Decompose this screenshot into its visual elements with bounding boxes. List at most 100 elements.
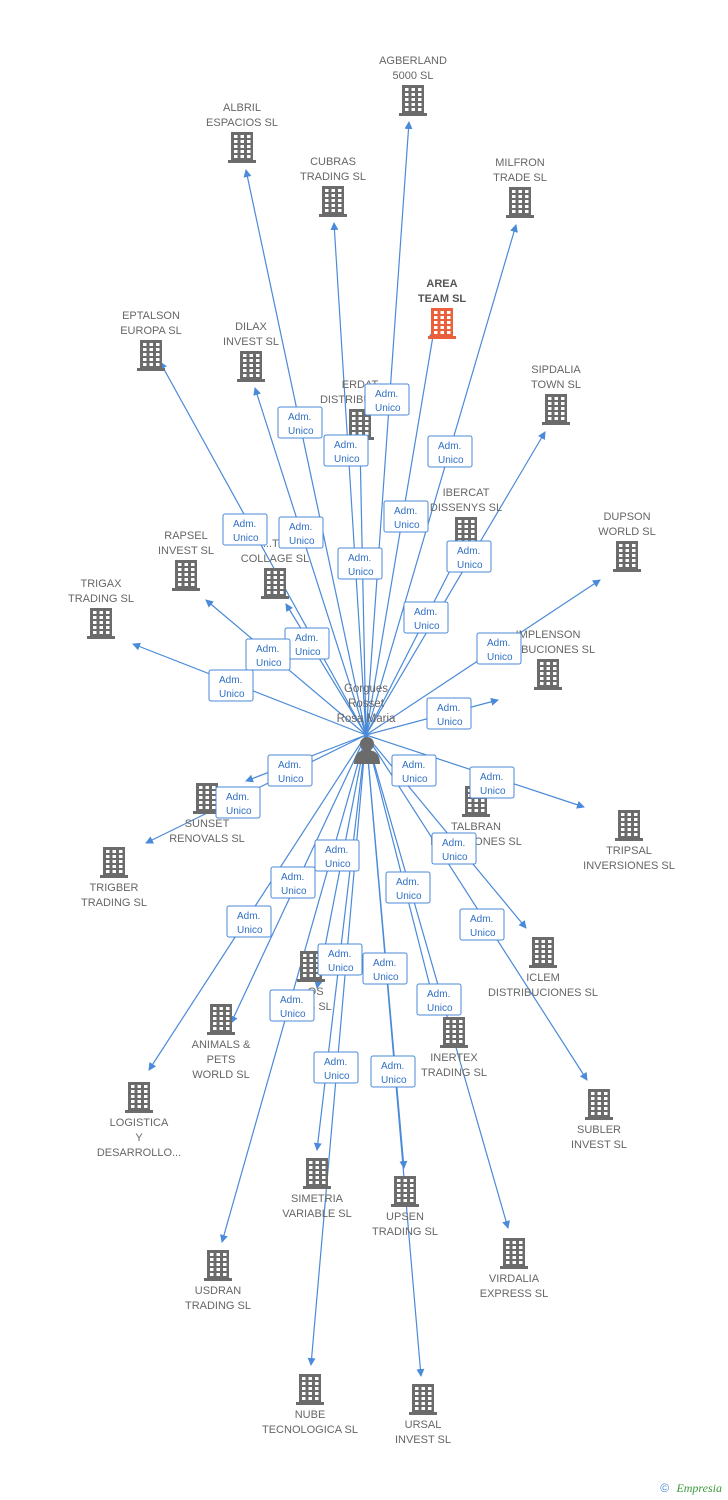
- relation-badge: Adm.Unico: [459, 908, 505, 941]
- relation-badge-line-2: Unico: [281, 886, 307, 897]
- relation-badge-line-1: Adm.: [480, 772, 503, 783]
- company-label-agberland-0: AGBERLAND: [379, 55, 447, 67]
- relation-badge-line-2: Unico: [487, 652, 513, 663]
- relation-badge: Adm.Unico: [391, 754, 437, 787]
- relation-badge-line-1: Adm.: [328, 949, 351, 960]
- company-node-agberland[interactable]: AGBERLAND 5000 SL: [379, 55, 447, 116]
- company-label-inertex-1: TRADING SL: [421, 1067, 487, 1079]
- relation-badge-line-1: Adm.: [237, 911, 260, 922]
- company-label-ursal-0: URSAL: [405, 1419, 442, 1431]
- building-icon: [228, 132, 256, 163]
- relation-badge-line-1: Adm.: [457, 546, 480, 557]
- relation-badge-line-1: Adm.: [373, 958, 396, 969]
- relation-badge-line-2: Unico: [325, 859, 351, 870]
- company-label-animals-2: WORLD SL: [192, 1069, 249, 1081]
- relation-badge: Adm.Unico: [427, 435, 473, 468]
- company-label-simetria-1: VARIABLE SL: [282, 1208, 352, 1220]
- edge-erdat: [356, 444, 367, 736]
- edge-agberland: [365, 121, 413, 736]
- relation-badge-line-2: Unico: [438, 455, 464, 466]
- relation-badge-line-1: Adm.: [288, 412, 311, 423]
- relation-badge: Adm.Unico: [403, 601, 449, 634]
- footer: © Empresia: [660, 1481, 722, 1496]
- building-icon: [296, 1374, 324, 1405]
- relation-badge-line-2: Unico: [226, 806, 252, 817]
- edge-albril: [243, 169, 367, 736]
- edge-eptalson: [159, 361, 367, 736]
- company-label-collage-1: COLLAGE SL: [241, 553, 309, 565]
- company-label-implenson-0: IMPLENSON: [516, 629, 581, 641]
- brand-logo[interactable]: Empresia: [676, 1481, 722, 1495]
- person-node[interactable]: Gorgues Rosset Rosa Maria: [337, 683, 396, 764]
- relation-badge-line-1: Adm.: [289, 522, 312, 533]
- company-node-inertex[interactable]: INERTEX TRADING SL: [421, 1017, 487, 1079]
- company-node-animals[interactable]: ANIMALS & PETS WORLD SL: [192, 1004, 251, 1081]
- relation-badge-line-1: Adm.: [324, 1057, 347, 1068]
- relation-badge-line-2: Unico: [280, 1009, 306, 1020]
- company-node-logistica[interactable]: LOGISTICAYDESARROLLO...: [97, 1082, 181, 1159]
- building-icon: [529, 937, 557, 968]
- building-icon: [204, 1250, 232, 1281]
- relation-badge-line-2: Unico: [348, 567, 374, 578]
- company-label-animals-0: ANIMALS &: [192, 1039, 251, 1051]
- relation-badge-line-2: Unico: [375, 403, 401, 414]
- badges-layer: Adm.UnicoAdm.UnicoAdm.UnicoAdm.UnicoAdm.…: [208, 383, 522, 1088]
- company-label-trigax-0: TRIGAX: [81, 578, 123, 590]
- relation-badge: Adm.Unico: [416, 983, 462, 1016]
- relation-badge-line-2: Unico: [480, 786, 506, 797]
- company-node-cubras[interactable]: CUBRAS TRADING SL: [300, 156, 366, 217]
- company-label-animals-1: PETS: [207, 1054, 236, 1066]
- relation-badge-line-1: Adm.: [402, 760, 425, 771]
- company-label-cubras-0: CUBRAS: [310, 156, 356, 168]
- company-label-simetria-0: SIMETRIA: [291, 1193, 344, 1205]
- company-label-inertex-0: INERTEX: [430, 1052, 478, 1064]
- company-label-cubras-1: TRADING SL: [300, 171, 366, 183]
- building-icon: [428, 308, 456, 339]
- relation-badge-line-2: Unico: [457, 560, 483, 571]
- relation-badge: Adm.Unico: [426, 697, 472, 730]
- company-label-ibercat-0: IBERCAT: [443, 487, 490, 499]
- relation-badge-line-1: Adm.: [226, 792, 249, 803]
- relation-badge-line-2: Unico: [288, 426, 314, 437]
- company-label-eptalson-0: EPTALSON: [122, 310, 180, 322]
- company-node-simetria[interactable]: SIMETRIA VARIABLE SL: [282, 1158, 352, 1220]
- relation-badge-line-1: Adm.: [442, 838, 465, 849]
- relation-badge: Adm.Unico: [313, 1051, 359, 1084]
- company-label-area-team-0: AREA: [426, 278, 457, 290]
- company-label-agberland-1: 5000 SL: [393, 70, 434, 82]
- relation-badge-line-1: Adm.: [487, 638, 510, 649]
- relation-badge: Adm.Unico: [245, 638, 291, 671]
- relation-badge-line-1: Adm.: [396, 877, 419, 888]
- edge-dilax: [253, 387, 367, 736]
- relation-badge-line-2: Unico: [437, 717, 463, 728]
- person-name-line-2: Rosset: [348, 698, 385, 710]
- relation-badge-line-1: Adm.: [325, 845, 348, 856]
- edge-virdalia: [365, 734, 510, 1229]
- edge-milfron: [365, 224, 518, 736]
- relation-badge: Adm.Unico: [208, 669, 254, 702]
- relation-badge-line-2: Unico: [470, 928, 496, 939]
- company-node-implenson[interactable]: IMPLENSON...RIBUCIONES SL: [501, 629, 595, 690]
- company-label-iclem-1: DISTRIBUCIONES SL: [488, 987, 598, 999]
